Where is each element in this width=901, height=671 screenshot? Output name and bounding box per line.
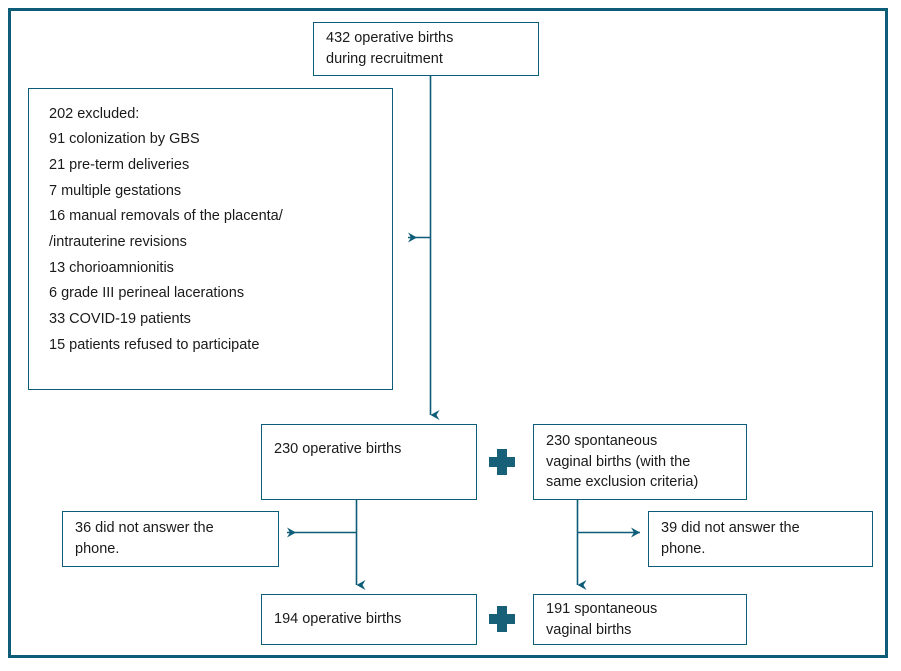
node-noanswer36-line1: 36 did not answer the bbox=[75, 520, 214, 537]
excluded-item: 15 patients refused to participate bbox=[49, 336, 260, 353]
node-spontaneous191-line2: vaginal births bbox=[546, 621, 632, 638]
node-operative-births-230: 230 operative births bbox=[261, 424, 477, 500]
node-no-answer-36: 36 did not answer the phone. bbox=[62, 511, 279, 567]
excluded-heading: 202 excluded: bbox=[49, 105, 140, 122]
excluded-item: 91 colonization by GBS bbox=[49, 131, 200, 148]
plus-icon-vertical-bar bbox=[497, 449, 507, 475]
node-operative-births-194: 194 operative births bbox=[261, 594, 477, 645]
node-noanswer39-line1: 39 did not answer the bbox=[661, 520, 800, 537]
excluded-item: 33 COVID-19 patients bbox=[49, 311, 191, 328]
node-spontaneous230-line1: 230 spontaneous bbox=[546, 433, 658, 450]
node-total-line2: during recruitment bbox=[326, 51, 443, 67]
excluded-item: 13 chorioamnionitis bbox=[49, 259, 174, 276]
node-noanswer36-line2: phone. bbox=[75, 541, 120, 557]
excluded-item: 6 grade III perineal lacerations bbox=[49, 285, 245, 302]
excluded-item: /intrauterine revisions bbox=[49, 234, 187, 251]
node-spontaneous-births-191: 191 spontaneous vaginal births bbox=[533, 594, 747, 645]
node-total-line1: 432 operative births bbox=[326, 30, 454, 47]
node-operative194-line1: 194 operative births bbox=[274, 611, 402, 628]
excluded-item: 21 pre-term deliveries bbox=[49, 156, 190, 173]
plus-icon-vertical-bar bbox=[497, 606, 507, 632]
excluded-item: 16 manual removals of the placenta/ bbox=[49, 208, 283, 225]
node-total-operative-births: 432 operative births during recruitment bbox=[313, 22, 539, 76]
plus-icon bbox=[489, 449, 515, 475]
node-excluded-list: 202 excluded: 91 colonization by GBS 21 … bbox=[28, 88, 393, 390]
node-spontaneous230-line2: vaginal births (with the bbox=[546, 453, 691, 470]
node-spontaneous191-line1: 191 spontaneous bbox=[546, 600, 658, 617]
node-operative230-line1: 230 operative births bbox=[274, 441, 402, 457]
node-spontaneous230-line3: same exclusion criteria) bbox=[546, 474, 699, 491]
node-spontaneous-births-230: 230 spontaneous vaginal births (with the… bbox=[533, 424, 747, 500]
node-noanswer39-line2: phone. bbox=[661, 541, 706, 557]
excluded-item: 7 multiple gestations bbox=[49, 182, 182, 199]
plus-icon bbox=[489, 606, 515, 632]
node-no-answer-39: 39 did not answer the phone. bbox=[648, 511, 873, 567]
